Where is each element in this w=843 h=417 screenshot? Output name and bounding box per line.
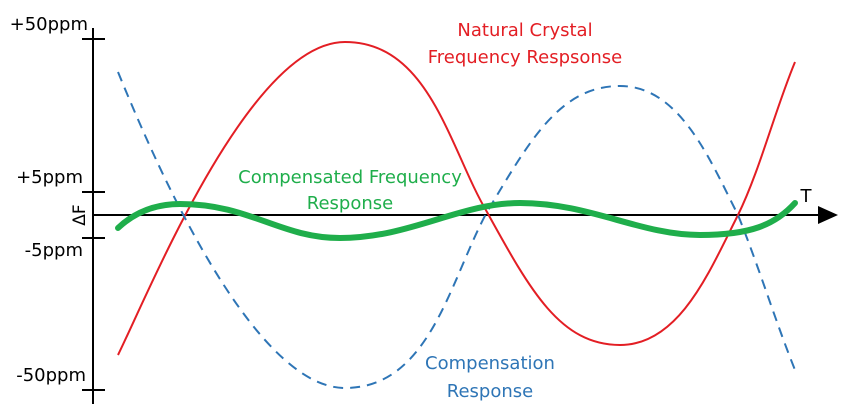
compensated-label-line2: Response xyxy=(307,193,393,214)
compensation-label-line1: Compensation xyxy=(425,353,555,374)
tick-label-plus50: +50ppm xyxy=(10,14,88,35)
x-axis-label: T xyxy=(800,186,813,207)
x-axis-arrow-icon xyxy=(818,206,838,224)
compensated-curve xyxy=(115,199,798,242)
tick-label-minus50: -50ppm xyxy=(16,365,86,386)
compensation-curve xyxy=(117,71,796,390)
natural-crystal-curve xyxy=(117,40,796,356)
tick-label-plus5: +5ppm xyxy=(16,167,83,188)
y-axis-label: ΔF xyxy=(70,204,90,225)
natural-label-line1: Natural Crystal xyxy=(457,20,592,41)
compensated-label-line1: Compensated Frequency xyxy=(238,167,462,188)
tick-label-minus5: -5ppm xyxy=(25,240,83,261)
compensation-label-line2: Response xyxy=(447,381,533,402)
natural-label-line2: Frequency Respsonse xyxy=(428,47,623,68)
